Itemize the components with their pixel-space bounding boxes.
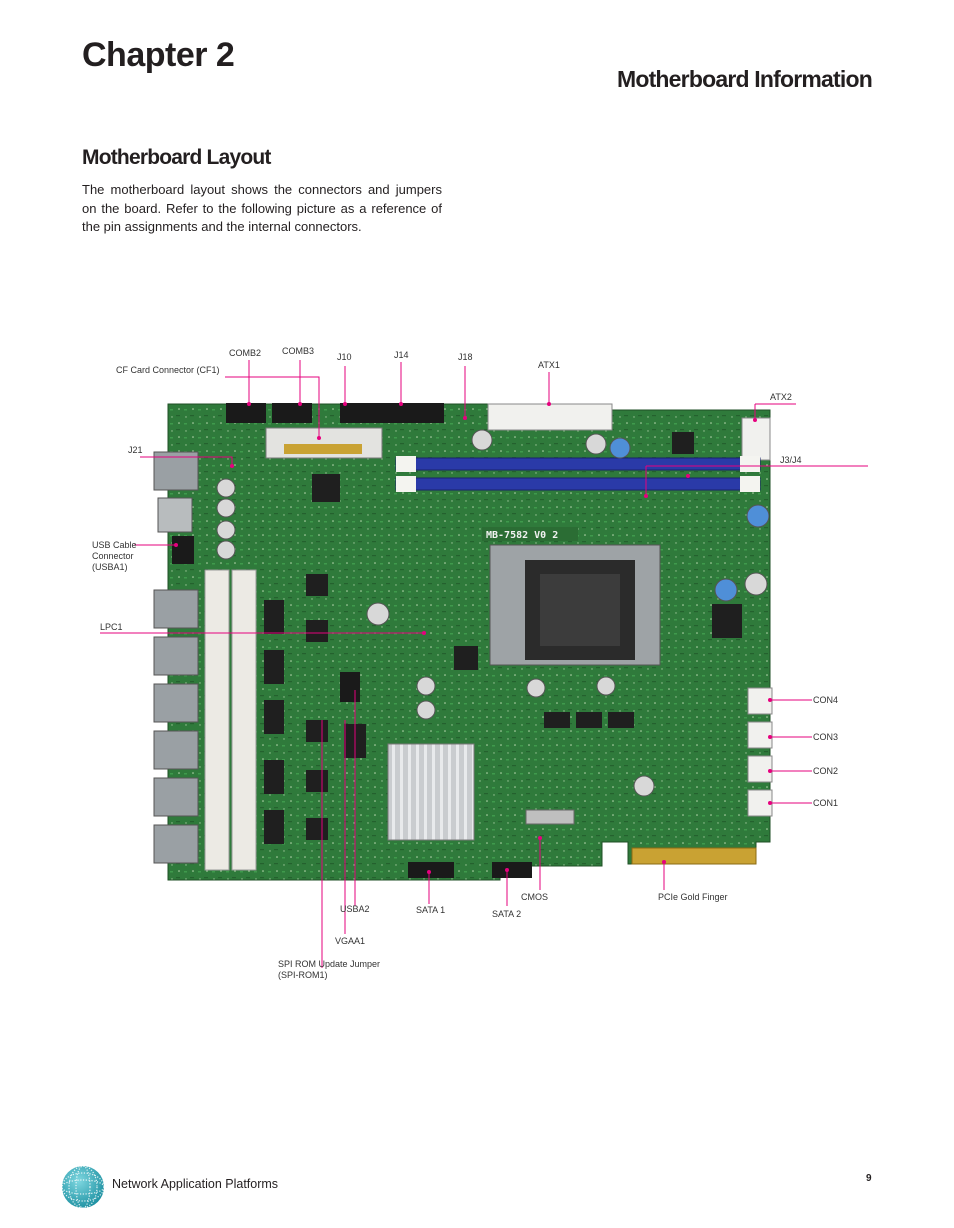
lan-ports <box>153 451 199 864</box>
leader-dots <box>174 402 772 874</box>
cf-card-pins <box>284 444 362 454</box>
label-sata1: SATA 1 <box>416 905 445 915</box>
label-cmos: CMOS <box>521 892 548 902</box>
label-j10: J10 <box>337 352 352 362</box>
label-usba1-line1: USB Cable <box>92 540 137 550</box>
ic-chips <box>264 432 742 844</box>
motherboard-photo: MB-7582 V0 2 <box>153 403 773 881</box>
section-title: Motherboard Information <box>616 66 873 92</box>
intro-paragraph: The motherboard layout shows the connect… <box>82 182 442 234</box>
top-headers <box>226 403 771 461</box>
label-spi-line1: SPI ROM Update Jumper <box>278 959 380 969</box>
label-spi-line2: (SPI-ROM1) <box>278 970 328 980</box>
figure-labels: COMB2 COMB3 J10 J14 J18 ATX1 ATX2 CF Car… <box>92 346 838 980</box>
label-comb3: COMB3 <box>282 346 314 356</box>
board-silk-text: MB-7582 V0 2 <box>486 530 558 541</box>
label-usba2: USBA2 <box>340 904 370 914</box>
label-vgaa1: VGAA1 <box>335 936 365 946</box>
usba1-header <box>172 536 194 564</box>
label-pcie-gold-finger: PCIe Gold Finger <box>658 892 728 902</box>
label-usba1-line3: (USBA1) <box>92 562 128 572</box>
chapter-title: Chapter 2 <box>82 36 235 74</box>
label-atx2: ATX2 <box>770 392 792 402</box>
footer-text: Network Application Platforms <box>112 1177 279 1191</box>
label-cf1: CF Card Connector (CF1) <box>116 365 220 375</box>
label-j3-j4: J3/J4 <box>780 455 802 465</box>
label-sata2: SATA 2 <box>492 909 521 919</box>
label-j21: J21 <box>128 445 143 455</box>
label-lpc1: LPC1 <box>100 622 123 632</box>
label-j18: J18 <box>458 352 473 362</box>
page-number: 9 <box>866 1173 872 1184</box>
capacitors <box>216 429 770 797</box>
cmos-battery <box>525 809 575 825</box>
label-atx1: ATX1 <box>538 360 560 370</box>
dimm-slots <box>395 456 761 492</box>
label-con1: CON1 <box>813 798 838 808</box>
cpu-socket <box>489 544 661 666</box>
label-j14: J14 <box>394 350 409 360</box>
sata2-port <box>492 862 532 878</box>
label-con3: CON3 <box>813 732 838 742</box>
usba2-header <box>340 672 360 702</box>
pcie-gold-finger <box>631 847 757 865</box>
chipset-heatsink <box>387 743 475 841</box>
label-comb2: COMB2 <box>229 348 261 358</box>
company-logo-globe <box>61 1165 105 1209</box>
lan-magnetics <box>204 569 257 871</box>
silk-label-bg <box>482 527 578 541</box>
label-con2: CON2 <box>813 766 838 776</box>
label-usba1-line2: Connector <box>92 551 134 561</box>
leader-lines <box>100 360 868 968</box>
sata1-port <box>408 862 454 878</box>
label-con4: CON4 <box>813 695 838 705</box>
subsection-title: Motherboard Layout <box>82 146 271 169</box>
